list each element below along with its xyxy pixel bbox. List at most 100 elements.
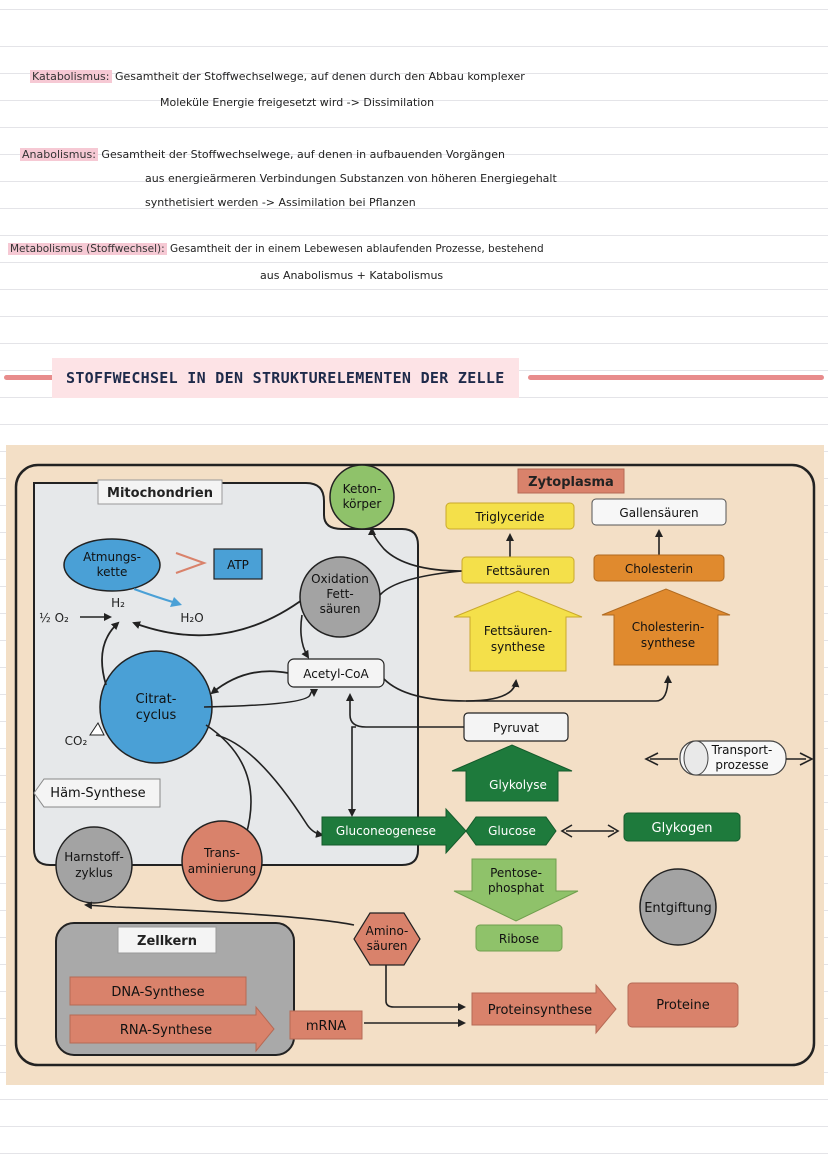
proteine-node (627, 982, 739, 1028)
gluconeogenese-label: Gluconeogenese (336, 824, 436, 838)
atmungskette-label-2: kette (97, 565, 128, 579)
citratcyclus-node (99, 650, 213, 764)
gallensaeuren-label: Gallensäuren (619, 506, 698, 520)
h2o-arrowhead-icon (170, 597, 182, 607)
katabolismus-text-2: Moleküle Energie freigesetzt wird -> Dis… (160, 96, 435, 109)
fettsaeuren-to-keton-arrow (368, 527, 463, 572)
haem-label: Häm-Synthese (50, 786, 145, 801)
oxidation-label-2: Fett- (326, 587, 353, 601)
atp-label: ATP (227, 558, 249, 572)
katabolismus-text-1: Gesamtheit der Stoffwechselwege, auf den… (115, 70, 525, 83)
cholesterin-synthese-arrow-icon (601, 588, 731, 666)
fs-synthese-label-2: synthese (491, 640, 545, 654)
pyruvat-to-gluconeogenese-arrow (348, 726, 356, 817)
anabolismus-text-3: synthetisiert werden -> Assimilation bei… (145, 196, 416, 209)
gluconeogenese-arrow-icon (321, 807, 467, 855)
glykogen-label: Glykogen (652, 821, 713, 836)
transport-label-1: Transport- (711, 743, 773, 757)
fettsaeuren-synthese-arrow-icon (453, 590, 583, 672)
citrat-to-h2-arrow (101, 621, 120, 686)
note-katabolismus-line1: Katabolismus: Gesamtheit der Stoffwechse… (30, 70, 525, 83)
ch-synthese-label-1: Cholesterin- (632, 620, 705, 634)
note-anabolismus-line1: Anabolismus: Gesamtheit der Stoffwechsel… (20, 148, 505, 161)
haem-synthese-node (33, 778, 161, 808)
mitochondrien-label-box (97, 479, 223, 505)
acetyl-to-citrat-arrow (210, 670, 289, 695)
acetyl-to-fettsaeuren-arrow (465, 679, 520, 702)
trans-label-2: aminierung (188, 862, 256, 876)
h2-label: H₂ (111, 596, 125, 610)
h2o-label: H₂O (180, 611, 203, 625)
zytoplasma-label-box (517, 468, 625, 494)
entgiftung-node (639, 868, 717, 946)
keton-label-2: körper (343, 497, 382, 511)
pyruvat-label: Pyruvat (493, 721, 539, 735)
oxidation-label-3: säuren (320, 602, 361, 616)
glucose-label: Glucose (488, 824, 536, 838)
citrat-label-2: cyclus (136, 708, 177, 723)
oxidation-label-1: Oxidation (311, 572, 369, 586)
anabolismus-text-2: aus energieärmeren Verbindungen Substanz… (145, 172, 557, 185)
headline-bar-left (4, 375, 56, 380)
harnstoff-label-2: zyklus (75, 866, 113, 880)
acetyl-label: Acetyl-CoA (303, 667, 369, 681)
oxidation-node (299, 556, 381, 638)
headline-bar-right (528, 375, 824, 380)
section-headline: STOFFWECHSEL IN DEN STRUKTURELEMENTEN DE… (52, 358, 519, 398)
pyruvat-to-acetyl-arrow (346, 693, 464, 728)
transport-label-2: prozesse (715, 758, 768, 772)
transaminierung-node (181, 820, 263, 902)
mitochondrien-label: Mitochondrien (107, 486, 213, 501)
oxidation-to-h2-arrow (132, 596, 307, 637)
transport-left-arrow-icon (644, 752, 659, 766)
transport-cylinder-end-icon (683, 740, 709, 776)
citrat-to-acetyl-arrow (203, 688, 318, 708)
glucose-arrow-left-icon (560, 824, 573, 838)
co2-triangle-icon (89, 722, 105, 736)
zytoplasma-label: Zytoplasma (528, 475, 614, 490)
fettsaeuren-to-oxidation-line (379, 570, 463, 596)
ch-synthese-label-2: synthese (641, 636, 695, 650)
atp-arrow-icon (175, 552, 207, 574)
note-metabolismus-line1: Metabolismus (Stoffwechsel): Gesamtheit … (8, 243, 544, 255)
harnstoffzyklus-node (55, 826, 133, 904)
proteine-label: Proteine (656, 998, 710, 1013)
dna-label: DNA-Synthese (111, 985, 204, 1000)
cell-metabolism-diagram: Mitochondrien Zytoplasma Zellkern Atmung… (6, 445, 824, 1085)
metabolismus-text-2: aus Anabolismus + Katabolismus (260, 269, 444, 282)
gallensaeuren-node (591, 498, 727, 526)
keton-label-1: Keton- (343, 482, 382, 496)
oxidation-to-acetyl-arrow (300, 614, 310, 659)
metabolismus-text-1: Gesamtheit der in einem Lebewesen ablauf… (170, 243, 544, 255)
term-katabolismus: Katabolismus: (30, 70, 112, 83)
aminosaeuren-to-harnstoff-arrow (84, 901, 355, 926)
amino-label-2: säuren (367, 939, 408, 953)
mrna-node (289, 1010, 363, 1040)
ribose-node (475, 924, 563, 952)
aminosaeuren-node (353, 912, 421, 966)
zellkern-label-box (117, 926, 217, 954)
proteinsynthese-label: Proteinsynthese (488, 1003, 592, 1018)
mrna-label: mRNA (306, 1019, 346, 1034)
co2-label: CO₂ (65, 734, 88, 748)
anabolismus-text-1: Gesamtheit der Stoffwechselwege, auf den… (101, 148, 505, 161)
citrat-to-gluconeogenese-arrow (215, 734, 324, 838)
zellkern-label: Zellkern (137, 934, 197, 949)
pentose-label-1: Pentose- (490, 866, 542, 880)
citrat-label-1: Citrat- (136, 692, 177, 707)
ribose-label: Ribose (499, 932, 539, 946)
term-metabolismus: Metabolismus (Stoffwechsel): (8, 243, 167, 255)
atmungskette-label-1: Atmungs- (83, 550, 141, 564)
fs-synthese-label-1: Fettsäuren- (484, 624, 552, 638)
glucose-node (465, 816, 557, 846)
pentose-label-2: phosphat (488, 881, 544, 895)
diagram-svg: Mitochondrien Zytoplasma Zellkern Atmung… (14, 463, 816, 1067)
glykogen-node (623, 812, 741, 842)
rna-synthese-arrow-icon (69, 1005, 275, 1053)
amino-label-1: Amino- (366, 924, 409, 938)
trans-label-1: Trans- (203, 846, 240, 860)
term-anabolismus: Anabolismus: (20, 148, 98, 161)
ketonkoerper-node (329, 464, 395, 530)
dna-synthese-node (69, 976, 247, 1006)
fettsaeuren-node (461, 556, 575, 584)
